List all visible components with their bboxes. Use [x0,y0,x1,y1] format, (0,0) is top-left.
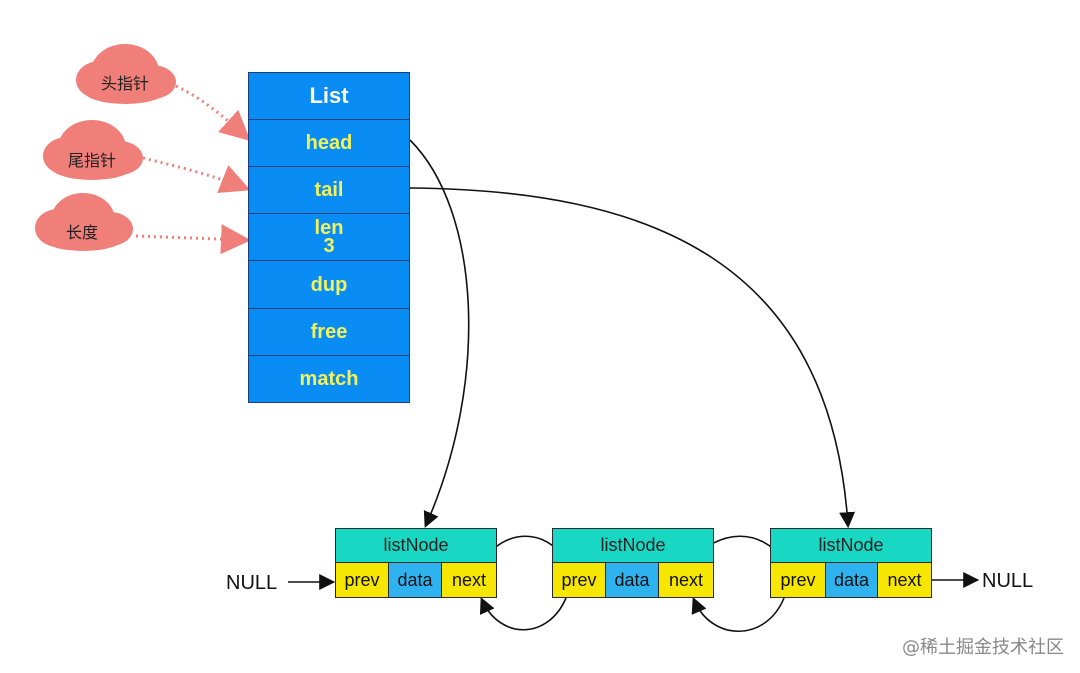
list-title: List [248,72,410,120]
list-field-len: len 3 [248,213,410,261]
cloud-label-head: 头指针 [101,74,150,93]
cloud-label-len: 长度 [66,223,99,242]
dotted-arrow-head [175,84,251,142]
cloud-label-tail: 尾指针 [68,151,117,170]
node-3-title: listNode [770,528,932,563]
node-3-prev: prev [770,562,826,598]
node-2-prev: prev [552,562,606,598]
list-field-dup: dup [248,260,410,309]
node-3-data: data [825,562,878,598]
list-field-free: free [248,308,410,356]
head-pointer-arrow [409,139,470,528]
dotted-arrow-tail [142,156,251,194]
node-1-title: listNode [335,528,497,563]
node-2-data: data [605,562,659,598]
node-2-next: next [658,562,714,598]
list-field-len-value: 3 [323,235,335,257]
cloud-tail [43,120,143,180]
node-3-next: next [877,562,932,598]
list-field-len-label: len [314,217,344,239]
prev-arrow-3-to-2 [691,597,785,632]
node-1-data: data [388,562,442,598]
list-field-head: head [248,119,410,167]
cloud-len [35,193,133,251]
cloud-head [76,44,176,104]
watermark: @稀土掘金技术社区 [902,637,1064,658]
tail-pointer-arrow [409,187,856,529]
node-1-next: next [441,562,497,598]
node-2-title: listNode [552,528,714,563]
null-left-label: NULL [226,572,278,594]
list-field-tail: tail [248,166,410,214]
node-1-prev: prev [335,562,389,598]
null-right-label: NULL [982,570,1034,592]
list-field-match: match [248,355,410,403]
prev-arrow-2-to-1 [479,597,567,631]
dotted-arrow-len [135,224,251,255]
